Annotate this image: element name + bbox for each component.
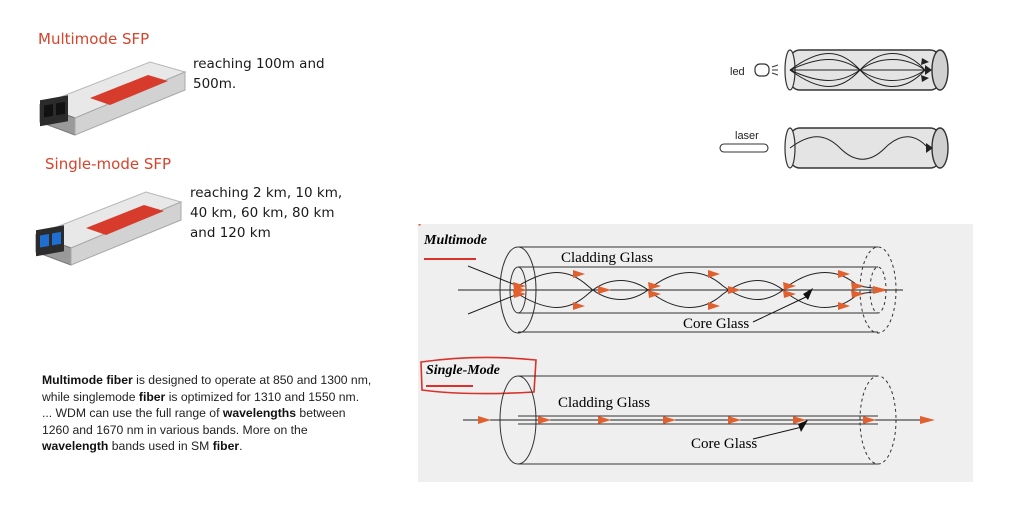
annotation-mark: * [418,224,421,231]
fiber-mode-diagram: Multimode * [418,224,935,465]
multimode-core-label: Core Glass [683,316,749,332]
singlemode-fiber [463,375,935,465]
wavelength-paragraph: Multimode fiber is designed to operate a… [42,372,372,455]
paragraph-bold: fiber [212,439,240,454]
singlemode-core-label: Core Glass [691,436,757,452]
multimode-label: Multimode [423,233,487,248]
paragraph-bold: Multimode fiber [42,373,133,387]
paragraph-bold: wavelengths [222,406,297,421]
singlemode-sfp-title: Single-mode SFP [45,155,172,173]
paragraph-bold: wavelength [42,439,109,454]
multimode-sfp-description: reaching 100m and 500m. [193,54,325,94]
multimode-cladding-label: Cladding Glass [561,250,653,266]
light-source-diagram: led laser [719,49,949,169]
led-label: led [730,66,745,78]
singlemode-arrowheads [478,416,935,424]
laser-fiber [784,127,949,169]
multimode-arrowheads [513,270,888,310]
paragraph-text: between 1260 and 1670 nm in various band… [42,406,346,437]
led-icon [754,63,770,77]
paragraph-text: . [239,439,243,454]
singlemode-annotation-box [420,356,537,395]
singlemode-desc-line: reaching 2 km, 10 km, [190,185,343,201]
paragraph-text: bands used in SM [108,439,213,454]
multimode-sfp-title: Multimode SFP [38,30,150,48]
multimode-fiber [458,246,903,334]
singlemode-cladding-label: Cladding Glass [558,395,650,411]
paragraph-bold: fiber [138,389,166,404]
laser-icon [719,143,769,153]
singlemode-sfp-image [34,191,183,266]
singlemode-desc-line: and 120 km [190,225,271,241]
singlemode-label: Single-Mode [426,363,500,378]
multimode-sfp-image [38,61,187,136]
led-fiber [784,49,949,91]
paragraph-text: is optimized for 1310 and 1550 nm. ... W… [42,389,360,421]
laser-label: laser [735,130,759,142]
multimode-desc-line: 500m. [193,76,237,92]
multimode-desc-line: reaching 100m and [193,56,325,72]
singlemode-sfp-description: reaching 2 km, 10 km, 40 km, 60 km, 80 k… [190,183,342,243]
paragraph-text: is designed to operate at 850 and 1300 n… [42,373,372,404]
singlemode-desc-line: 40 km, 60 km, 80 km [190,205,335,221]
